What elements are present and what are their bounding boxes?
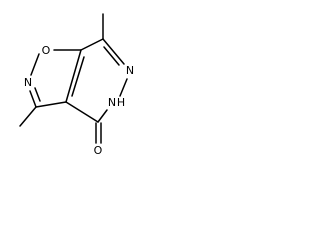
bond-methyl-bottom (19, 106, 37, 127)
bond-n2-c3 (29, 90, 37, 108)
bond-n2-c3-double (34, 87, 41, 102)
bond-c3-c3a (35, 101, 67, 108)
bond-n5-c4 (97, 109, 108, 123)
atom-label-imine-nitrogen: N (126, 64, 134, 77)
atom-label-ring-oxygen: O (42, 44, 51, 57)
atom-label-nh-hydrogen: H (117, 96, 125, 109)
bond-c3a-c7a (65, 49, 82, 103)
bond-c3a-c7a-double (71, 56, 85, 97)
atom-labels: O N N N H O (24, 44, 134, 157)
atom-label-nh-nitrogen: N (108, 96, 116, 109)
bond-c7-n6 (102, 38, 125, 65)
atom-label-carbonyl-oxygen: O (94, 144, 103, 157)
chemical-structure: O N N N H O (19, 13, 134, 157)
bond-layer (19, 13, 128, 144)
bond-c7-n6-double (103, 46, 120, 66)
bond-c4-c3a (65, 101, 99, 123)
bond-c7a-c7 (80, 38, 104, 51)
atom-label-isoxazole-nitrogen: N (24, 76, 32, 89)
bond-n6-n5 (119, 78, 128, 97)
bond-o1-n2 (30, 53, 40, 76)
